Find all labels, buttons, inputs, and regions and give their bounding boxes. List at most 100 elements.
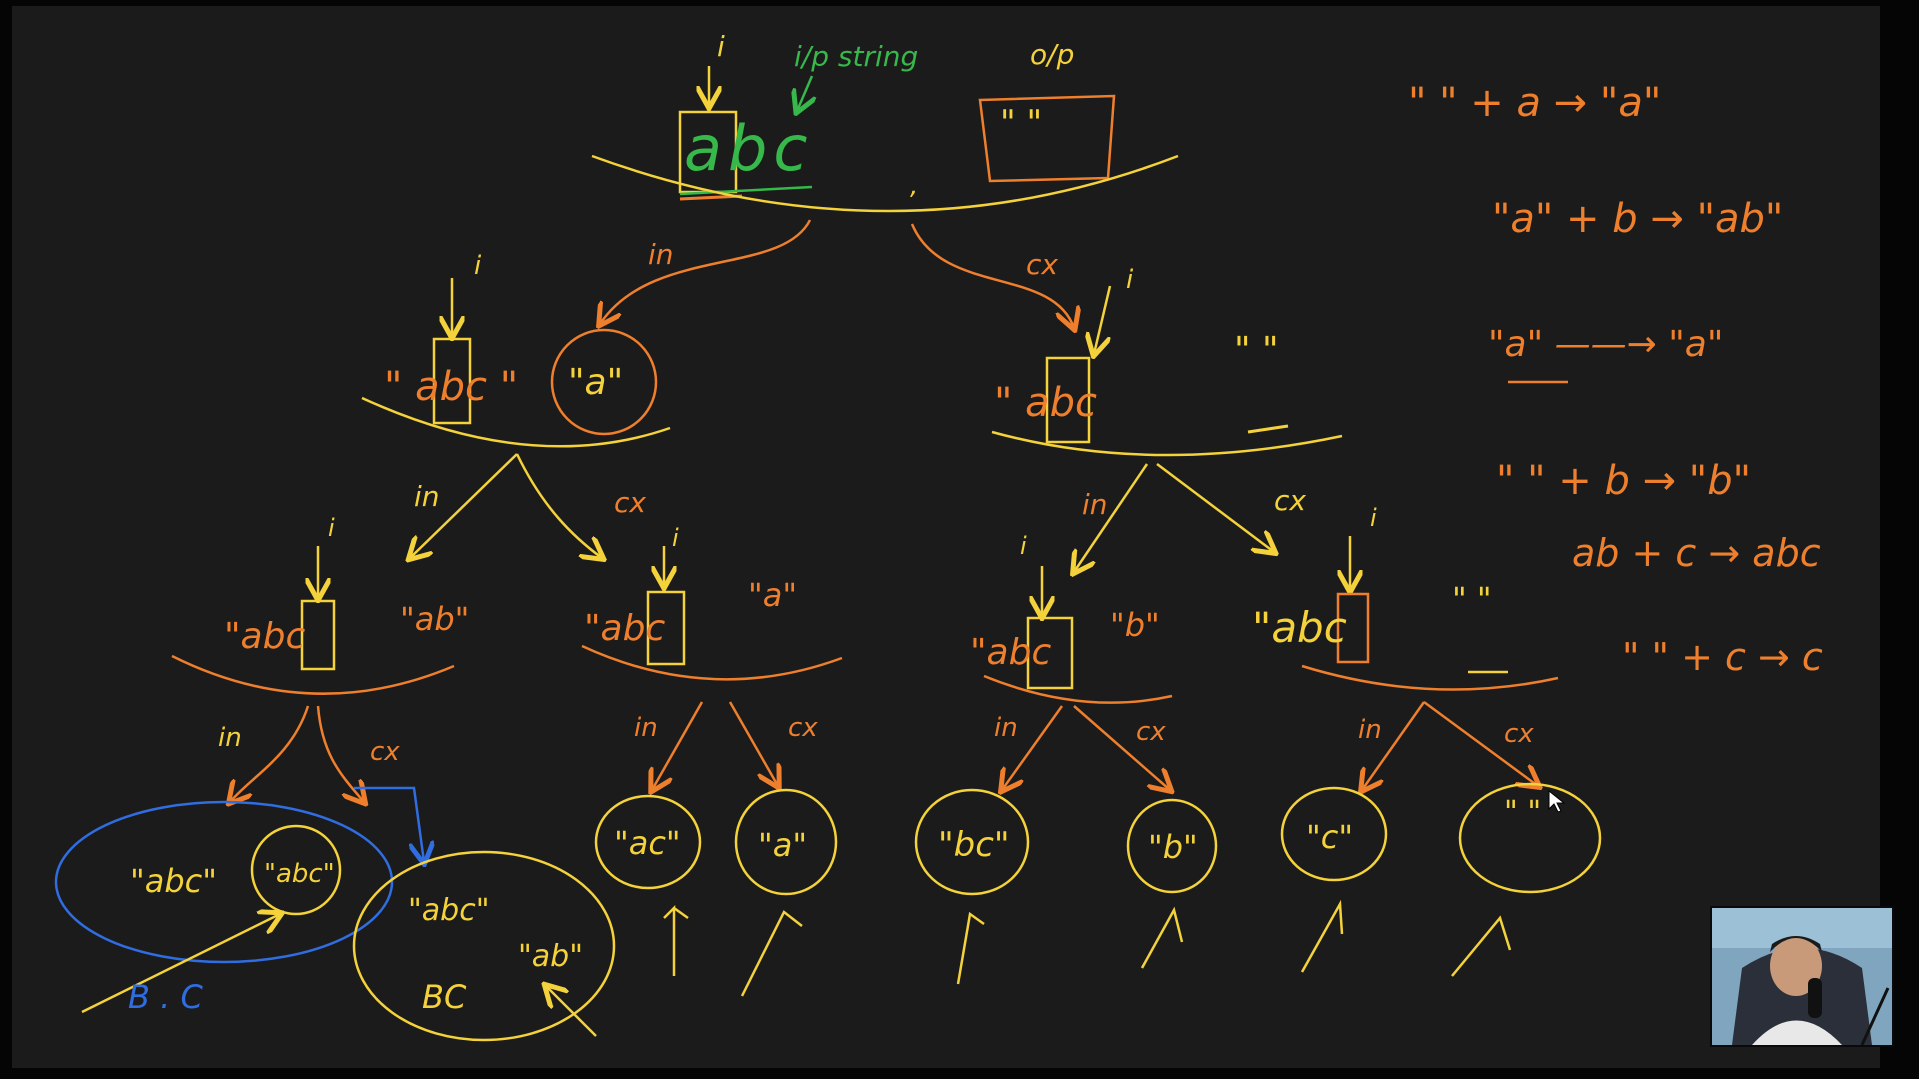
l1-left-base-curve [361,396,671,448]
input-string-label: i/p string [794,40,918,73]
leaf-empty-output: " " [1504,795,1541,830]
l2-3-exclude-branch [1073,705,1170,790]
l1-right-base-curve [991,430,1343,457]
level1-left-node: i " abc " "a" [361,251,671,448]
leaf-b-arrow [1140,906,1184,969]
leaf-note-bc-dot: B . C [128,978,203,1016]
l1-left-input: " abc " [384,364,518,410]
leaf-empty-circle [1458,782,1602,894]
leaf-ac-circle [594,794,702,890]
leaf-bc-output: "bc" [938,825,1010,865]
l1-right-output: " " [1234,330,1279,371]
root-exclude-label: cx [1026,248,1058,281]
l1-right-include-branch [1074,463,1149,572]
l2-3-base-curve [983,674,1173,704]
side-notes: " " + a → "a" "a" + b → "ab" "a" ——→ "a"… [1408,80,1823,679]
leaf-b-circle [1126,798,1218,894]
leaf-ac: "ac" [594,794,702,976]
l2-4-exclude-label: cx [1504,719,1534,749]
l2-4-char-box [1336,592,1370,664]
l2-3-input: "abc [970,632,1051,673]
l1-left-include-branch [410,453,518,558]
l2-2-include-label: in [634,713,658,743]
side-note-2: "a" + b → "ab" [1492,196,1783,242]
leaf-empty-arrow [1451,915,1512,977]
leaf-bc: "bc" [914,788,1030,985]
l1-right-pointer-arrow [1094,285,1112,354]
l1-left-char-box [432,337,472,425]
l2-2-output: "a" [748,576,797,614]
leaf-empty: " " [1451,782,1602,977]
l2-4-include-label: in [1358,715,1382,745]
l2-4-pointer: i [1370,504,1377,532]
l1-left-include-label: in [414,480,440,513]
l1-left-output: "a" [568,362,623,403]
leaf-note-bc: BC [422,978,467,1016]
l2-3-exclude-label: cx [1136,717,1166,747]
leaf-b: "b" [1126,798,1218,969]
l2-3-pointer: i [1020,532,1027,560]
output-label: o/p [1030,38,1074,71]
l1-right-include-label: in [1082,488,1108,521]
side-note-4: " " + b → "b" [1496,458,1751,504]
l1-left-pointer: i [474,251,482,281]
leaf-abc-output-circle [250,824,342,916]
leaf-a-arrow [740,910,803,997]
leaf-c-output: "c" [1306,818,1353,856]
l2-4-include-branch [1362,701,1426,790]
webcam-overlay [1710,906,1894,1047]
l2-3-include-label: in [994,713,1018,743]
l1-right-output-underline [1247,424,1289,434]
l2-1-char-box [300,599,336,671]
leaf-bc-arrow [956,911,985,985]
root-node: i i/p string abc o/p " " , [591,30,1179,213]
l2-1-base-curve [171,654,455,695]
l1-left-exclude-branch [515,453,602,558]
leaf-ab-pointer-arrow [546,986,597,1037]
l2-1-pointer: i [328,514,335,542]
l1-right-pointer: i [1126,265,1134,295]
leaf-ab-ellipse [352,850,616,1042]
leaf-abc-pointer-arrow [81,914,280,1014]
leaf-c-arrow [1300,899,1344,973]
recursion-tree-diagram: i i/p string abc o/p " " , in cx i " abc… [54,30,1823,1042]
leaf-a: "a" [734,788,838,997]
l2-3-char-box [1026,616,1074,690]
side-note-5: ab + c → abc [1572,531,1821,575]
leaf-ab-output: "ab" [518,939,583,974]
l1-right-exclude-branch [1156,463,1274,552]
l2-2-char-box [646,590,686,666]
l2-2-base-curve [581,644,843,681]
root-include-branch [600,219,812,324]
l2-3-include-branch [1002,705,1064,790]
l2-1-exclude-label: cx [370,737,400,767]
level2-node-3: i "abc "b" [970,532,1173,704]
side-note-1: " " + a → "a" [1408,80,1661,126]
l2-2-exclude-branch [728,701,778,786]
leaf-a-output: "a" [758,826,807,864]
l2-1-exclude-branch [316,705,364,802]
leaf-bc-circle [914,788,1030,896]
l1-left-exclude-label: cx [614,486,646,519]
side-note-3: "a" ——→ "a" [1488,324,1723,365]
leaf-abc-blue-ellipse [54,800,394,964]
root-exclude-branch [910,223,1074,328]
leaf-c-circle [1280,786,1388,882]
leaf-abc-input: "abc" [130,862,217,900]
level2-branches: in cx in cx in cx in cx [218,700,1538,802]
root-input-string: abc [684,112,813,185]
level2-node-1: i "abc "ab" [171,514,469,695]
l2-2-include-branch [652,701,704,790]
root-output-string: " " [1000,103,1042,143]
mouse-cursor-icon [1548,789,1566,818]
l2-2-input: "abc [584,608,665,649]
l2-4-output: " " [1452,580,1492,618]
l2-1-output: "ab" [400,600,469,638]
root-comma: , [910,171,918,201]
presenter-avatar [1712,908,1892,1045]
leaf-b-output: "b" [1148,828,1198,866]
input-label-arrow [797,75,812,111]
root-pointer-label: i [717,30,725,63]
root-include-label: in [648,238,674,271]
l2-3-output: "b" [1110,606,1160,644]
